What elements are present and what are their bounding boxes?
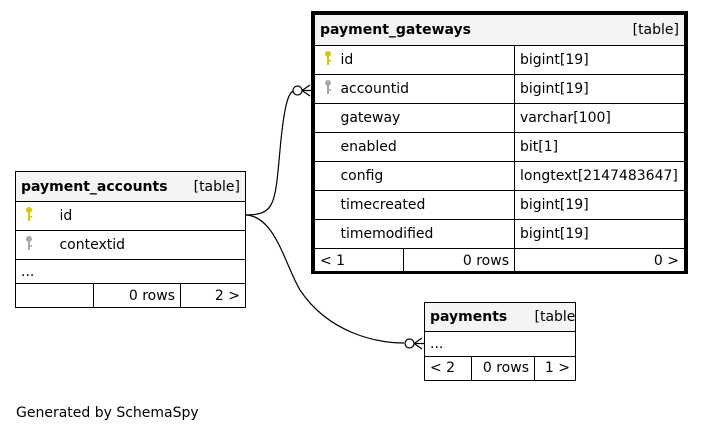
- column-type: varchar[100]: [514, 103, 685, 133]
- column-name: id: [59, 208, 73, 224]
- table-payments[interactable]: payments [table] ... < 2 0 rows 1 >: [424, 301, 576, 382]
- table-name: payments: [424, 301, 535, 333]
- foreign-key-icon: [21, 235, 37, 255]
- column-name-cell: id: [15, 201, 246, 231]
- edge-accounts-to-gateways: [244, 89, 298, 216]
- edge-accounts-to-payments: [244, 214, 405, 344]
- column-name-cell: gateway: [314, 103, 515, 133]
- column-type: longtext[2147483647]: [514, 161, 685, 191]
- column-name: contextid: [59, 237, 125, 253]
- table-name: payment_accounts: [15, 171, 181, 202]
- column-type: bigint[19]: [514, 190, 685, 220]
- column-type: bigint[19]: [514, 74, 685, 104]
- column-name: gateway: [340, 110, 401, 126]
- parents-count[interactable]: [15, 283, 94, 308]
- column-name-cell: accountid: [314, 74, 515, 104]
- column-name-cell: timecreated: [314, 190, 515, 220]
- row-count: 0 rows: [471, 355, 535, 382]
- table-kind: [table]: [180, 171, 246, 202]
- column-name: accountid: [340, 81, 410, 97]
- column-name-cell: contextid: [15, 230, 246, 260]
- column-name-cell: timemodified: [314, 219, 515, 249]
- table-kind: [table]: [514, 14, 685, 46]
- primary-key-icon: [320, 50, 336, 70]
- parents-count[interactable]: < 2: [424, 355, 472, 382]
- row-count: 0 rows: [93, 283, 181, 308]
- generated-by-footer: Generated by SchemaSpy: [16, 405, 199, 421]
- column-name-cell: config: [314, 161, 515, 191]
- more-columns[interactable]: ...: [15, 259, 246, 284]
- table-name: payment_gateways: [314, 14, 515, 46]
- table-payment-accounts[interactable]: payment_accounts [table] id contextid ..…: [15, 171, 246, 308]
- edge-payments-optional-marker: [404, 338, 415, 349]
- children-count[interactable]: 1 >: [534, 355, 576, 382]
- children-count[interactable]: 2 >: [180, 283, 246, 308]
- footer-cell: < 1 0 rows: [314, 248, 515, 274]
- column-name: id: [340, 52, 354, 68]
- table-kind: [table]: [534, 301, 576, 333]
- column-name: enabled: [340, 139, 397, 155]
- column-type: bit[1]: [514, 132, 685, 162]
- table-payment-gateways[interactable]: payment_gateways [table] id bigint[19] a…: [311, 11, 688, 274]
- column-name-cell: enabled: [314, 132, 515, 162]
- parents-count[interactable]: < 1: [315, 249, 404, 273]
- children-count[interactable]: 0 >: [514, 248, 685, 274]
- foreign-key-icon: [320, 79, 336, 99]
- column-name: timecreated: [340, 197, 426, 213]
- column-name-cell: id: [314, 45, 515, 75]
- column-name: config: [340, 168, 384, 184]
- row-count: 0 rows: [462, 253, 509, 269]
- edge-gateways-optional-marker: [292, 85, 303, 96]
- column-type: bigint[19]: [514, 45, 685, 75]
- edge-payments-crowfoot: [413, 337, 425, 350]
- column-name: timemodified: [340, 226, 434, 242]
- more-columns[interactable]: ...: [424, 331, 576, 357]
- column-type: bigint[19]: [514, 219, 685, 249]
- primary-key-icon: [21, 206, 37, 226]
